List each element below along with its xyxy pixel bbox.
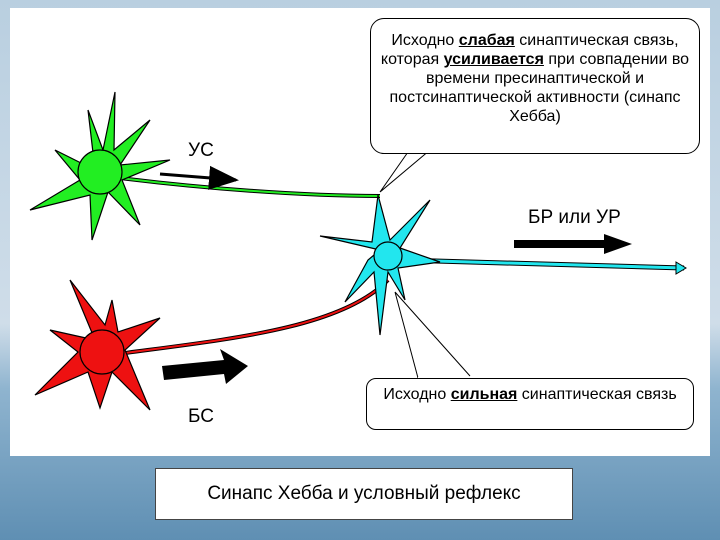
- callout-weak-emph-2: усиливается: [443, 51, 544, 68]
- br-ur-arrow: [514, 234, 632, 254]
- us-arrow: [159, 165, 239, 190]
- green-neuron: [29, 91, 171, 241]
- weak-callout-pointer: [379, 149, 431, 193]
- callout-weak-text-1: Исходно: [391, 32, 459, 49]
- label-us: УС: [188, 140, 214, 161]
- callout-strong-emph: сильная: [450, 386, 518, 403]
- callout-strong-text-2: синаптическая связь: [517, 386, 677, 403]
- callout-weak-text-2: синаптическая связь, которая: [380, 32, 679, 68]
- strong-callout-pointer: [394, 291, 471, 379]
- figure-caption: Синапс Хебба и условный рефлекс: [155, 468, 573, 520]
- callout-weak-text-3: при совпадении во времени пресинаптическ…: [389, 51, 690, 125]
- cyan-neuron: [319, 194, 441, 336]
- red-neuron: [34, 279, 161, 411]
- label-bs: БС: [188, 406, 214, 427]
- red-axon: [109, 278, 390, 357]
- bs-arrow: [162, 349, 248, 384]
- label-br-ur: БР или УР: [528, 207, 621, 228]
- callout-weak-emph-1: слабая: [458, 32, 515, 49]
- green-axon: [119, 176, 381, 198]
- callout-weak-synapse: Исходно слабая синаптическая связь, кото…: [370, 18, 700, 154]
- callout-strong-synapse: Исходно сильная синаптическая связь: [366, 378, 694, 430]
- callout-strong-text-1: Исходно: [383, 386, 451, 403]
